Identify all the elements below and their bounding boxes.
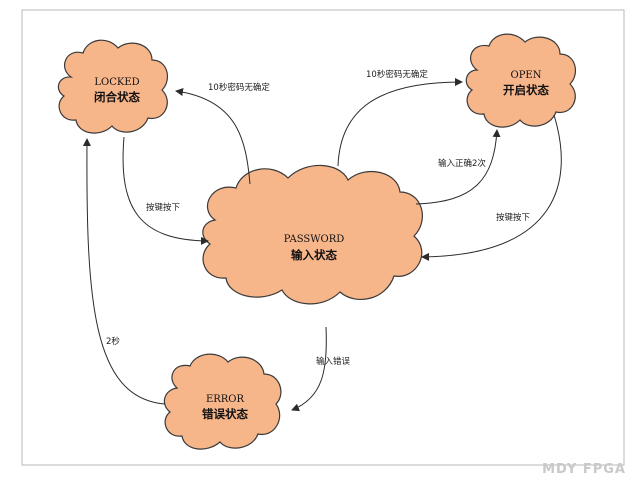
arrow-password-to-open (337, 78, 463, 167)
edge-label-locked-to-password: 按键按下 (146, 202, 181, 213)
password-state-label: 输入状态 (291, 248, 337, 262)
error-state-name: ERROR (206, 394, 245, 405)
arrow-password-to-error (291, 326, 327, 412)
arrow-open-to-password (421, 114, 562, 261)
arrow-password-to-open-correct (415, 129, 501, 205)
open-state-name: OPEN (511, 70, 542, 81)
locked-state-label: 闭合状态 (94, 90, 140, 104)
arrow-error-to-locked (82, 138, 166, 405)
arrow-locked-to-password (122, 136, 209, 245)
password-state-name: PASSWORD (284, 234, 345, 245)
watermark-text: MDY FPGA (542, 462, 626, 477)
open-cloud (465, 33, 577, 128)
edge-label-open-to-password: 按键按下 (496, 212, 531, 223)
edge-label-password-to-open-correct: 输入正确2次 (438, 158, 486, 169)
edge-label-password-to-locked: 10秒密码无确定 (208, 82, 270, 93)
error-cloud (163, 353, 282, 450)
password-cloud (202, 164, 423, 305)
locked-cloud (57, 39, 169, 134)
error-state-label: 错误状态 (202, 407, 248, 421)
open-state-label: 开启状态 (503, 83, 549, 97)
edge-label-password-to-open: 10秒密码无确定 (366, 69, 428, 80)
edge-label-password-to-error: 输入错误 (316, 356, 351, 367)
diagram-border (21, 9, 625, 466)
edge-label-error-to-locked: 2秒 (106, 336, 120, 347)
locked-state-name: LOCKED (94, 77, 139, 88)
arrow-password-to-locked (175, 88, 251, 185)
